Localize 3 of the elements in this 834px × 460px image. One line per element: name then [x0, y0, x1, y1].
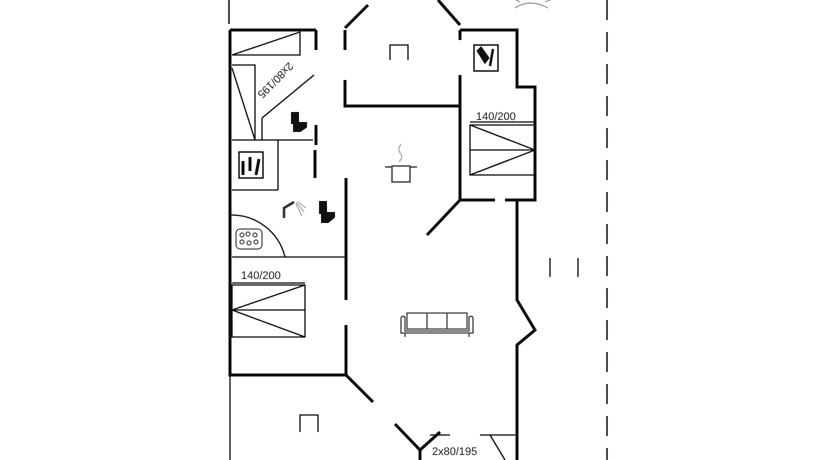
dimension-text: 140/200 — [476, 112, 516, 123]
dimension-text: 2x80/195 — [432, 447, 478, 458]
dimension-text: 140/200 — [241, 271, 281, 282]
